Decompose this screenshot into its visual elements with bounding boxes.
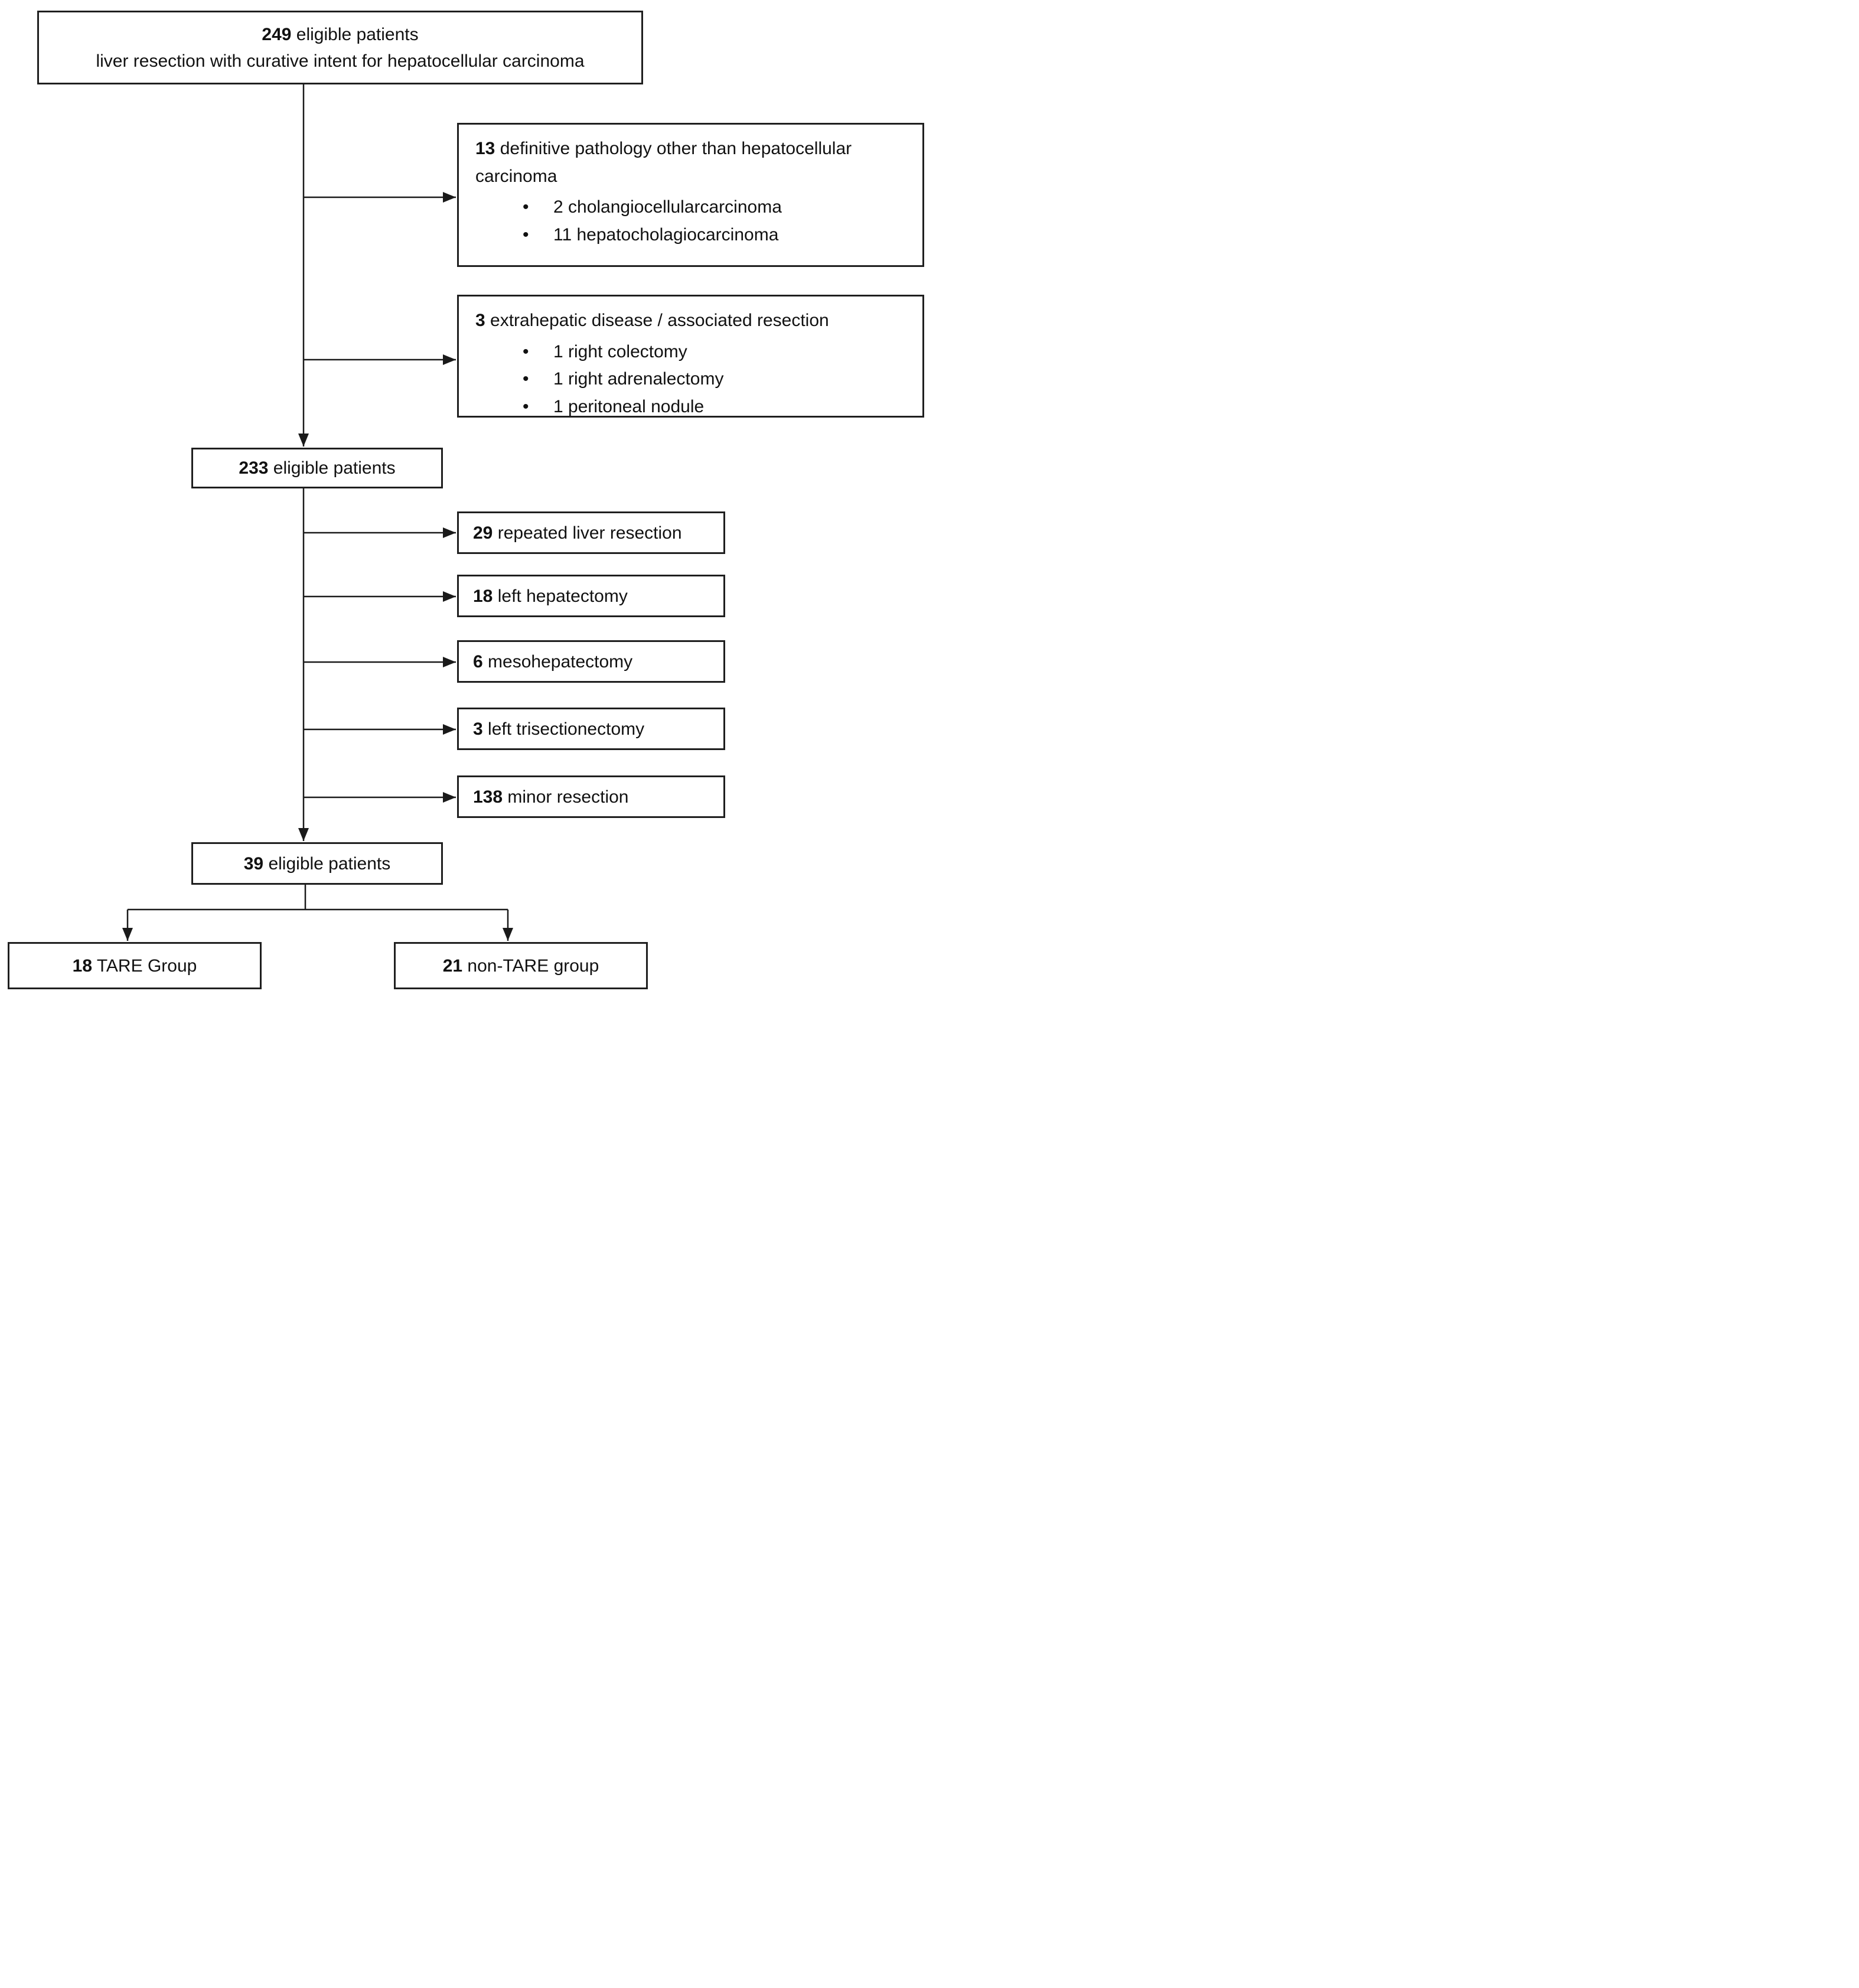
pathology-bullet-list: 2 cholangiocellularcarcinoma 11 hepatoch…: [475, 194, 906, 249]
bullet-right-colectomy: 1 right colectomy: [475, 338, 906, 366]
node-non-tare-group-title: 21 non-TARE group: [443, 953, 599, 979]
node-excl-left-trisectionectomy: 3 left trisectionectomy: [457, 708, 725, 750]
bullet-cholangiocellularcarcinoma: 2 cholangiocellularcarcinoma: [475, 194, 906, 221]
count-39: 39: [243, 853, 264, 874]
count-18-hepatectomy: 18: [473, 586, 493, 606]
node-eligible-249: 249 eligible patients liver resection wi…: [37, 11, 643, 84]
count-18-tare: 18: [72, 956, 93, 976]
bullet-right-adrenalectomy: 1 right adrenalectomy: [475, 366, 906, 393]
node-eligible-249-title: 249 eligible patients: [39, 21, 641, 48]
label-eligible-233: eligible patients: [273, 458, 396, 478]
label-left-trisectionectomy: left trisectionectomy: [488, 719, 645, 739]
bullet-hepatocholagiocarcinoma: 11 hepatocholagiocarcinoma: [475, 221, 906, 249]
label-non-tare-group: non-TARE group: [467, 956, 599, 976]
count-138: 138: [473, 787, 503, 807]
node-excl-minor-resection-title: 138 minor resection: [473, 784, 628, 810]
node-eligible-39-title: 39 eligible patients: [244, 850, 391, 877]
node-excl-minor-resection: 138 minor resection: [457, 775, 725, 818]
label-minor-resection: minor resection: [507, 787, 629, 807]
node-eligible-39: 39 eligible patients: [191, 842, 443, 885]
node-excl-left-hepatectomy-title: 18 left hepatectomy: [473, 583, 628, 610]
node-excl-left-hepatectomy: 18 left hepatectomy: [457, 575, 725, 617]
label-eligible-patients: eligible patients: [296, 24, 419, 44]
label-left-hepatectomy: left hepatectomy: [497, 586, 628, 606]
label-extrahepatic: extrahepatic disease / associated resect…: [490, 311, 829, 330]
node-non-tare-group: 21 non-TARE group: [394, 942, 648, 989]
extrahepatic-bullet-list: 1 right colectomy 1 right adrenalectomy …: [475, 338, 906, 421]
node-excl-repeated-title: 29 repeated liver resection: [473, 520, 682, 546]
node-excl-extrahepatic-title: 3 extrahepatic disease / associated rese…: [475, 307, 906, 335]
node-tare-group-title: 18 TARE Group: [73, 953, 197, 979]
label-repeated-resection: repeated liver resection: [497, 523, 682, 543]
count-13: 13: [475, 139, 495, 158]
label-eligible-39: eligible patients: [268, 853, 391, 874]
node-excl-mesohepatectomy: 6 mesohepatectomy: [457, 640, 725, 683]
label-mesohepatectomy: mesohepatectomy: [488, 651, 633, 672]
count-233: 233: [239, 458, 269, 478]
node-excl-pathology-title: 13 definitive pathology other than hepat…: [475, 135, 906, 190]
node-excl-repeated-resection: 29 repeated liver resection: [457, 511, 725, 554]
node-excl-pathology: 13 definitive pathology other than hepat…: [457, 123, 924, 267]
node-eligible-249-subtitle: liver resection with curative intent for…: [96, 51, 585, 71]
count-3-trisectionectomy: 3: [473, 719, 483, 739]
node-eligible-233: 233 eligible patients: [191, 448, 443, 488]
count-6: 6: [473, 651, 483, 672]
node-excl-mesohepatectomy-title: 6 mesohepatectomy: [473, 648, 632, 675]
bullet-peritoneal-nodule: 1 peritoneal nodule: [475, 393, 906, 421]
node-excl-trisectionectomy-title: 3 left trisectionectomy: [473, 716, 644, 742]
count-3-extrahepatic: 3: [475, 311, 485, 330]
count-21: 21: [442, 956, 463, 976]
label-tare-group: TARE Group: [96, 956, 197, 976]
count-249: 249: [262, 24, 292, 44]
count-29: 29: [473, 523, 493, 543]
node-eligible-233-title: 233 eligible patients: [239, 455, 395, 481]
label-pathology: definitive pathology other than hepatoce…: [475, 139, 852, 186]
node-excl-extrahepatic: 3 extrahepatic disease / associated rese…: [457, 295, 924, 421]
node-tare-group: 18 TARE Group: [8, 942, 262, 989]
patient-flowchart: 249 eligible patients liver resection wi…: [0, 0, 930, 998]
